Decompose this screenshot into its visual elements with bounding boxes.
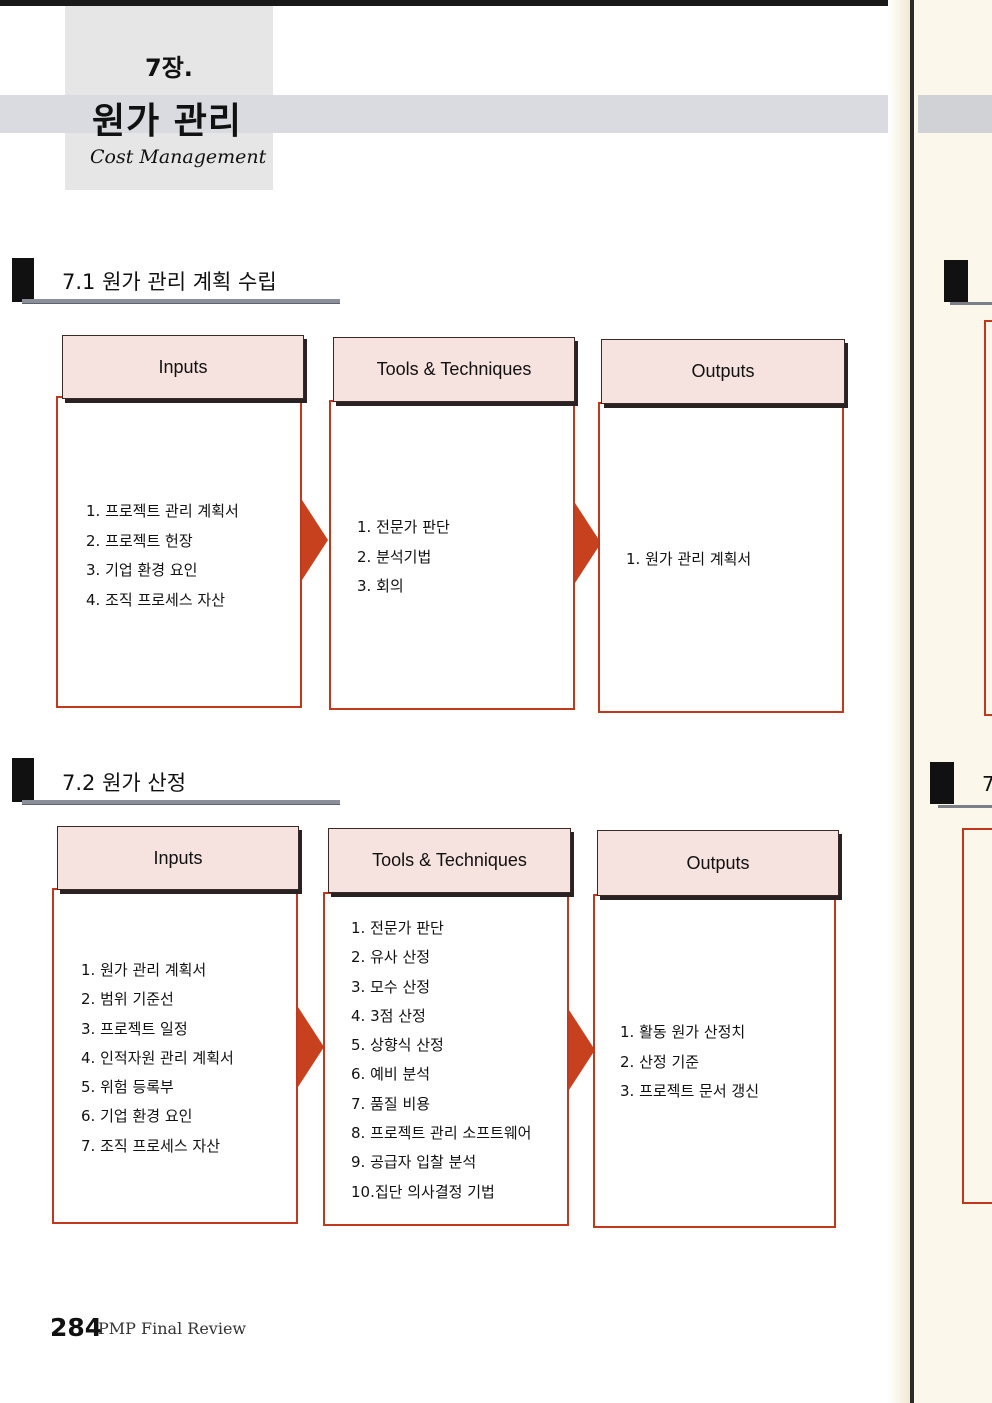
section-rule [22,299,340,304]
box-edge [984,320,992,716]
section-marker [12,258,34,302]
section-rule [950,302,992,305]
flow-arrow [575,503,601,583]
outputs-list: 1. 원가 관리 계획서 [626,545,751,575]
list-item: 10.집단 의사결정 기법 [351,1182,495,1201]
list-item: 2. 유사 산정 [351,948,431,967]
outputs-header: Outputs [601,339,845,404]
list-item: 1. 프로젝트 관리 계획서 [86,502,239,520]
outputs-header: Outputs [597,830,839,896]
inputs-list: 1. 원가 관리 계획서 2. 범위 기준선 3. 프로젝트 일정 4. 인적자… [81,956,234,1161]
tools-box [329,400,575,710]
chapter-band [0,95,915,133]
list-item: 8. 프로젝트 관리 소프트웨어 [351,1124,532,1143]
list-item: 3. 회의 [357,577,404,595]
flow-arrow [298,1007,324,1087]
page-number: 284 [50,1313,103,1342]
flow-arrow [569,1010,595,1090]
section-title: 7.1 원가 관리 계획 수립 [62,270,277,294]
inputs-header: Inputs [62,335,304,399]
section-rule [22,800,340,805]
section-marker [930,762,954,804]
tools-list: 1. 전문가 판단 2. 분석기법 3. 회의 [357,513,450,602]
list-item: 3. 프로젝트 일정 [81,1019,188,1038]
section-title: 7.2 원가 산정 [62,771,187,795]
outputs-box [593,894,836,1228]
tools-box [323,892,569,1226]
book-spine [910,0,914,1403]
list-item: 1. 전문가 판단 [357,518,450,536]
tools-header: Tools & Techniques [333,337,575,402]
tools-list: 1. 전문가 판단 2. 유사 산정 3. 모수 산정 4. 3점 산정 5. … [351,914,531,1207]
outputs-list: 1. 활동 원가 산정치 2. 산정 기준 3. 프로젝트 문서 갱신 [620,1018,759,1107]
list-item: 6. 예비 분석 [351,1065,431,1084]
list-item: 3. 프로젝트 문서 갱신 [620,1082,760,1100]
list-item: 2. 프로젝트 헌장 [86,531,193,550]
flow-arrow [302,500,328,580]
chapter-subtitle-en: Cost Management [90,146,267,168]
section-marker [944,260,968,302]
list-item: 3. 모수 산정 [351,977,431,996]
list-item: 7. 조직 프로세스 자산 [81,1136,221,1155]
chapter-band-right [918,95,992,133]
section-title-fragment: 7 [982,772,992,796]
section-rule [938,805,992,808]
list-item: 2. 분석기법 [357,547,432,566]
book-title: PMP Final Review [98,1319,247,1338]
list-item: 4. 인적자원 관리 계획서 [81,1048,234,1067]
list-item: 5. 상향식 산정 [351,1036,444,1055]
facing-page [914,0,992,1403]
inputs-box [52,888,298,1224]
section-marker [12,758,34,802]
outputs-box [598,402,844,713]
list-item: 1. 활동 원가 산정치 [620,1023,746,1041]
list-item: 4. 조직 프로세스 자산 [86,590,226,609]
chapter-number: 7장. [145,54,193,82]
inputs-header: Inputs [57,826,299,890]
inputs-list: 1. 프로젝트 관리 계획서 2. 프로젝트 헌장 3. 기업 환경 요인 4.… [86,497,239,615]
list-item: 2. 산정 기준 [620,1052,700,1071]
box-edge [962,828,992,1204]
chapter-title: 원가 관리 [92,101,243,142]
list-item: 2. 범위 기준선 [81,990,174,1009]
list-item: 3. 기업 환경 요인 [86,561,198,579]
top-rule [0,0,992,6]
tools-header: Tools & Techniques [328,828,571,893]
list-item: 6. 기업 환경 요인 [81,1107,193,1126]
list-item: 1. 원가 관리 계획서 [626,550,752,568]
list-item: 7. 품질 비용 [351,1094,431,1113]
list-item: 4. 3점 산정 [351,1006,426,1025]
list-item: 1. 전문가 판단 [351,919,444,937]
list-item: 9. 공급자 입찰 분석 [351,1153,477,1172]
list-item: 5. 위험 등록부 [81,1078,174,1097]
list-item: 1. 원가 관리 계획서 [81,961,207,979]
